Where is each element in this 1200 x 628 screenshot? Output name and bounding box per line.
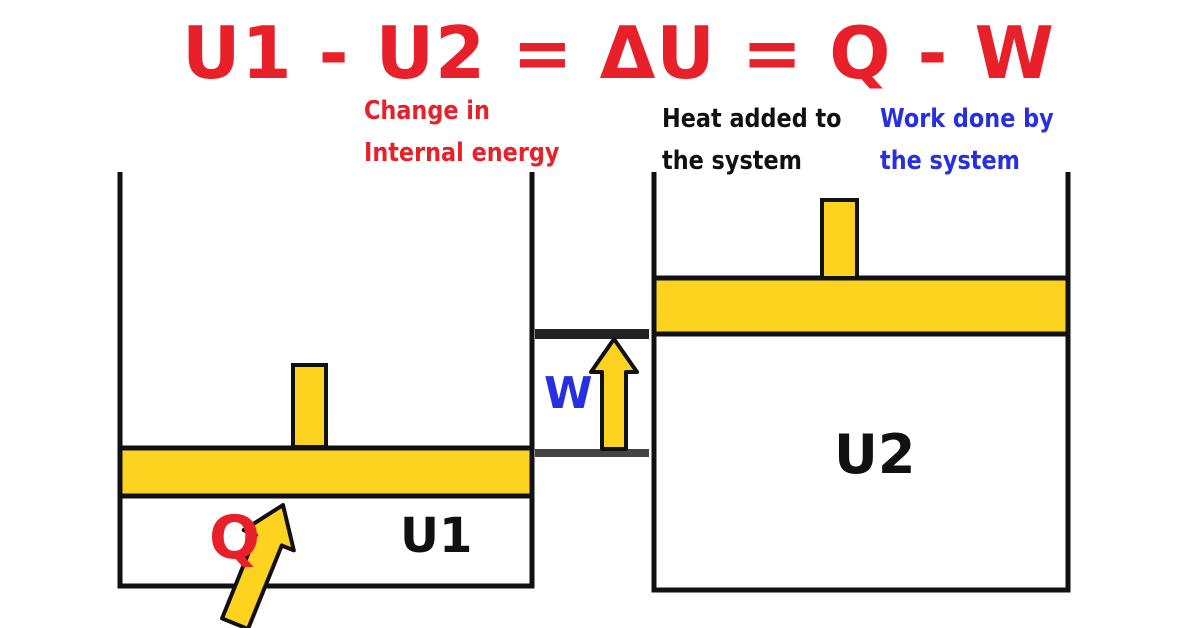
work-channel [535,329,649,457]
work-arrow-icon [589,337,639,451]
annotation-work-done-line1: Work done by [880,104,1054,134]
annotation-work-done: Work done by the system [880,98,1054,182]
heat-arrow-icon [220,503,296,628]
piston-left [117,363,535,499]
label-w: W [544,368,593,419]
annotation-internal-energy: Change in Internal energy [364,90,559,174]
annotation-heat-added: Heat added to the system [662,98,842,182]
label-q: Q [209,503,261,573]
annotation-heat-added-line2: the system [662,146,802,176]
annotation-heat-added-line1: Heat added to [662,104,842,134]
annotation-internal-energy-line1: Change in [364,96,490,126]
label-u1: U1 [400,508,473,564]
annotation-internal-energy-line2: Internal energy [364,138,560,168]
first-law-equation: U1 - U2 = ΔU = Q - W [182,11,1055,95]
piston-right [651,198,1071,337]
cylinder-right [651,172,1071,593]
annotation-work-done-line2: the system [880,146,1020,176]
cylinder-left [117,172,535,589]
label-u2: U2 [834,423,916,486]
